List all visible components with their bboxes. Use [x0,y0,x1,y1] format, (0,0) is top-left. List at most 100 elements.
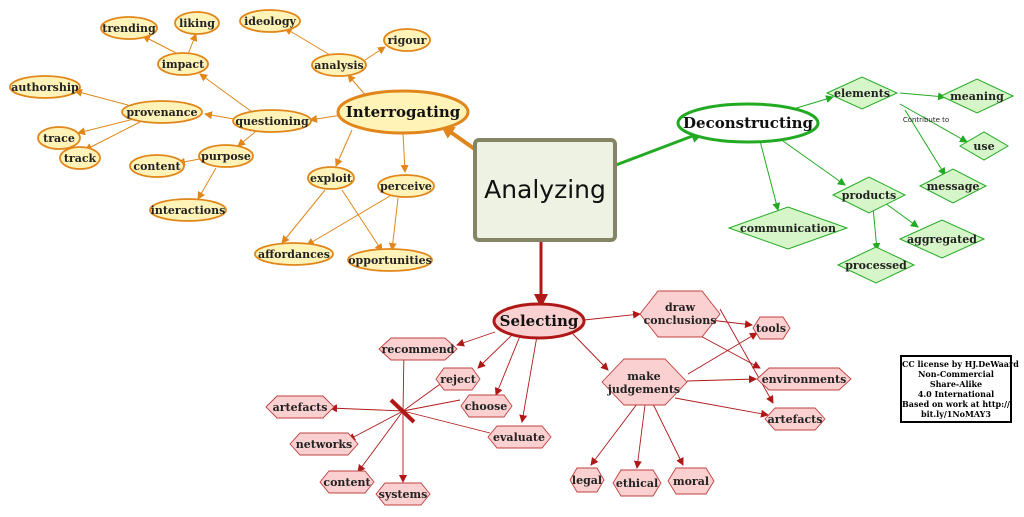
center-node[interactable] [473,138,617,242]
hub-interrogating[interactable] [336,89,470,135]
node-networks-label: networks [296,438,353,451]
center-label: Analyzing [484,175,606,204]
node-opportunities[interactable] [347,248,433,272]
node-moral-label: moral [673,475,709,488]
node-trending-label: trending [102,22,156,35]
node-aggregated-label: aggregated [907,233,977,246]
license-line: bit.ly/1NoMAY3 [921,409,991,419]
node-message[interactable] [918,168,988,204]
node-track-label: track [64,152,97,165]
license-line: Share-Alike [929,379,983,389]
license-line: 4.0 International [917,389,995,399]
node-trending[interactable] [100,16,158,40]
center-to-interrogating-edge [440,124,478,152]
node-content-red[interactable] [319,470,375,494]
node-systems[interactable] [375,482,431,506]
node-tools-label: tools [756,322,786,335]
node-purpose-label: purpose [201,150,251,163]
node-reject[interactable] [435,367,481,391]
node-provenance-label: provenance [126,106,197,119]
node-choose[interactable] [460,394,513,418]
node-ideology-label: ideology [244,15,296,28]
node-trace-label: trace [43,132,75,145]
node-aggregated[interactable] [898,219,986,259]
contribute-to-label: Contribute to [903,116,949,124]
node-use-label: use [973,140,994,153]
node-artefacts-left[interactable] [265,395,335,419]
node-choose-label: choose [465,400,508,413]
node-evaluate-label: evaluate [493,431,545,444]
center-to-deconstructing-edge [615,129,705,167]
node-exploit[interactable] [307,166,355,190]
node-tools[interactable] [752,316,791,340]
node-draw-conclusions-label-1: draw [665,301,696,314]
node-liking[interactable] [174,11,220,35]
node-purpose[interactable] [198,144,254,168]
hub-selecting[interactable] [492,302,586,340]
node-authorship[interactable] [9,75,81,99]
node-environments[interactable] [756,367,852,391]
hub-deconstructing-label: Deconstructing [683,114,813,132]
hub-interrogating-label: Interrogating [346,103,461,121]
license-line: Based on work at http:// [902,399,1010,409]
node-provenance[interactable] [121,100,203,124]
node-ethical-label: ethical [616,477,658,490]
node-content-red-label: content [323,476,371,489]
node-artefacts-left-label: artefacts [273,401,328,414]
selecting-edges [329,308,774,483]
node-ideology[interactable] [239,9,301,33]
node-legal-label: legal [572,474,602,487]
node-make-judgements[interactable] [601,358,688,406]
node-systems-label: systems [379,488,428,501]
node-affordances-label: affordances [258,248,330,261]
license-box: CC license by HJ.DeWaard Non-Commercial … [900,355,1019,423]
node-make-judgements-label-1: make [627,370,660,383]
node-impact[interactable] [157,52,209,76]
node-content-orange[interactable] [129,154,185,178]
node-processed[interactable] [836,246,916,284]
node-exploit-label: exploit [310,172,353,185]
node-products[interactable] [831,176,907,214]
node-reject-label: reject [440,373,476,386]
node-track[interactable] [59,146,101,170]
node-perceive[interactable] [377,174,435,198]
node-networks[interactable] [289,432,359,456]
node-opportunities-label: opportunities [348,254,432,267]
node-draw-conclusions-label-2: conclusions [644,314,717,327]
node-analysis[interactable] [311,53,367,77]
node-content-orange-label: content [133,160,181,173]
node-meaning-label: meaning [950,90,1004,103]
node-communication[interactable] [727,206,849,250]
node-evaluate[interactable] [487,425,552,449]
node-questioning[interactable] [232,109,312,133]
node-ethical[interactable] [612,469,662,497]
node-moral[interactable] [667,467,715,495]
node-interactions[interactable] [149,198,227,222]
node-message-label: message [927,180,980,193]
node-artefacts-right-label: artefacts [768,413,823,426]
node-rigour-label: rigour [388,34,427,47]
node-liking-label: liking [179,17,215,30]
node-interactions-label: interactions [151,204,226,217]
hub-deconstructing[interactable] [676,102,820,144]
node-recommend[interactable] [378,337,458,361]
hub-selecting-label: Selecting [500,312,579,330]
node-artefacts-right[interactable] [764,407,826,431]
node-rigour[interactable] [383,28,431,52]
node-products-label: products [842,189,896,202]
node-questioning-label: questioning [235,115,309,128]
node-affordances[interactable] [254,242,334,266]
node-processed-label: processed [845,259,907,272]
node-analysis-label: analysis [314,59,363,72]
node-meaning[interactable] [939,78,1015,114]
node-trace[interactable] [37,126,81,150]
node-use[interactable] [959,131,1009,161]
node-legal[interactable] [569,467,605,493]
node-draw-conclusions[interactable] [639,290,721,338]
node-impact-label: impact [162,58,205,71]
node-communication-label: communication [740,222,836,235]
node-elements-label: elements [834,87,890,100]
node-recommend-label: recommend [382,343,455,356]
node-elements[interactable] [825,76,899,110]
